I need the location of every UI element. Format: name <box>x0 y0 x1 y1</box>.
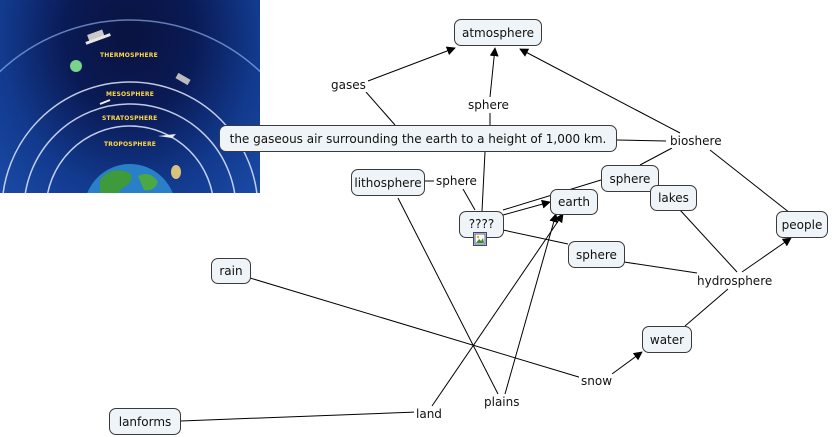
node-lithosphere[interactable]: lithosphere <box>351 169 425 196</box>
image-icon-graphic <box>474 233 486 245</box>
link-sphere-atmosphere <box>489 47 499 98</box>
link-hydrosphere-people <box>741 237 792 273</box>
atmosphere-layers-image: THERMOSPHERE MESOSPHERE STRATOSPHERE TRO… <box>0 0 260 193</box>
link-lanforms-land <box>180 411 418 422</box>
link-label-hydrosphere: hydrosphere <box>695 274 775 288</box>
link-unknown-earth <box>502 199 551 216</box>
node-lanforms[interactable]: lanforms <box>109 408 181 435</box>
link-unknown-sphere-mid <box>502 229 569 245</box>
link-label-snow: snow <box>579 374 615 388</box>
link-definition-gases <box>365 91 396 126</box>
link-definition-bioshere <box>616 139 667 142</box>
link-lakes-hydrosphere <box>679 209 738 273</box>
link-bioshere-atmosphere <box>519 48 681 134</box>
link-label-plains: plains <box>482 395 522 409</box>
node-people[interactable]: people <box>776 211 828 238</box>
layer-label-stratosphere: STRATOSPHERE <box>102 115 158 122</box>
link-label-gases: gases <box>329 78 368 92</box>
link-lithosphere-plains <box>397 197 499 395</box>
link-plains-earth <box>504 213 559 395</box>
link-label-bioshere: bioshere <box>668 134 724 148</box>
layer-label-thermosphere: THERMOSPHERE <box>100 52 158 59</box>
link-water-hydrosphere <box>684 288 729 327</box>
link-land-earth <box>431 213 564 407</box>
node-atmosphere[interactable]: atmosphere <box>454 19 542 46</box>
node-lakes[interactable]: lakes <box>650 185 697 211</box>
atmosphere-rings-graphic <box>0 19 260 193</box>
node-water[interactable]: water <box>642 326 692 353</box>
link-definition-unknown <box>481 151 486 212</box>
link-sphere-hydrosphere <box>623 261 698 274</box>
node-earth[interactable]: earth <box>550 189 598 215</box>
link-snow-water <box>611 351 643 375</box>
image-icon[interactable] <box>473 232 487 246</box>
node-definition[interactable]: the gaseous air surrounding the earth to… <box>219 125 617 152</box>
layer-label-mesosphere: MESOSPHERE <box>106 91 155 98</box>
link-gases-atmosphere <box>367 46 456 82</box>
layer-label-troposphere: TROPOSPHERE <box>104 141 157 148</box>
node-sphere-mid[interactable]: sphere <box>568 241 625 268</box>
link-bioshere-people <box>709 149 791 214</box>
link-label-sphere-atmosphere: sphere <box>466 98 511 112</box>
link-bioshere-sphere <box>639 147 673 166</box>
link-label-land: land <box>414 407 444 421</box>
link-label-sphere-lithosphere: sphere <box>434 174 479 188</box>
node-sphere-top[interactable]: sphere <box>601 165 659 192</box>
link-sphere-unknown <box>462 188 476 211</box>
node-rain[interactable]: rain <box>211 258 251 284</box>
link-rain-snow <box>249 277 583 379</box>
